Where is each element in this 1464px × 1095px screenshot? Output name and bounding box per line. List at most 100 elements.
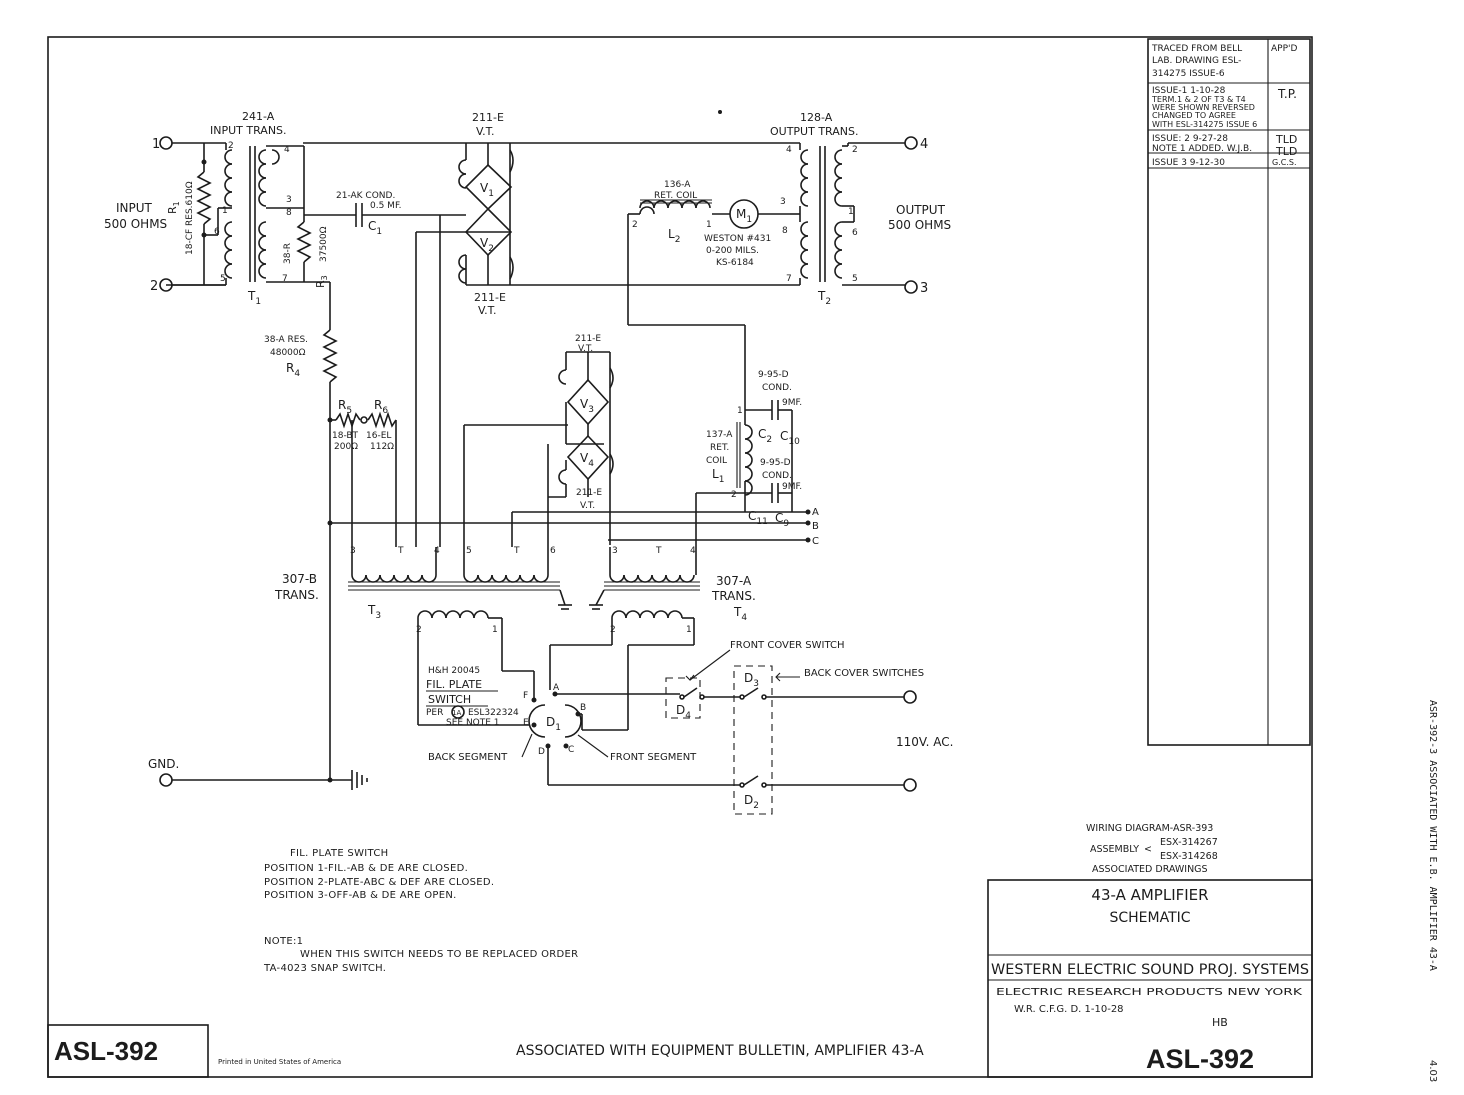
- title-block: 43-A AMPLIFIER SCHEMATIC WESTERN ELECTRI…: [991, 886, 1309, 1074]
- label-1: 1: [152, 137, 160, 152]
- r3-spec: 38-R: [283, 243, 293, 264]
- svg-text:R5: R5: [338, 398, 352, 416]
- input-label: INPUT: [116, 201, 153, 215]
- r4-val: 48000Ω: [270, 348, 306, 358]
- vt3: V.T.: [578, 344, 593, 354]
- d1-switch: [528, 691, 740, 786]
- tb-title: 43-A AMPLIFIER: [1091, 886, 1208, 904]
- t1-name: INPUT TRANS.: [210, 124, 287, 137]
- svg-text:R6: R6: [374, 398, 388, 416]
- svg-text:T1: T1: [247, 289, 261, 307]
- svg-text:R3: R3: [314, 275, 329, 288]
- footer: ASL-392 Printed in United States of Amer…: [54, 1036, 924, 1066]
- margin-page: 4.03: [1427, 1060, 1438, 1082]
- svg-text:D3: D3: [744, 671, 759, 689]
- svg-text:2: 2: [632, 220, 638, 230]
- r5-spec: 18-BT: [332, 431, 359, 441]
- svg-text:C2: C2: [758, 427, 772, 445]
- pin-d: D: [538, 747, 545, 757]
- footer-printed: Printed in United States of America: [218, 1058, 341, 1066]
- r5-val: 200Ω: [334, 442, 358, 452]
- terminal-3[interactable]: [904, 280, 918, 294]
- ac-label: 110V. AC.: [896, 735, 953, 749]
- svg-text:7: 7: [786, 274, 792, 284]
- svg-text:3: 3: [350, 546, 356, 556]
- svg-text:T2: T2: [817, 289, 831, 307]
- note-1: WHEN THIS SWITCH NEEDS TO BE REPLACED OR…: [300, 949, 578, 960]
- svg-text:NOTE 1 ADDED. W.J.B.: NOTE 1 ADDED. W.J.B.: [1152, 144, 1252, 154]
- svg-text:M1: M1: [736, 207, 752, 225]
- terminal-1[interactable]: [159, 136, 173, 150]
- note-2: TA-4023 SNAP SWITCH.: [263, 963, 386, 974]
- tb-subtitle: SCHEMATIC: [1109, 910, 1190, 926]
- vt-top: V.T.: [476, 125, 495, 138]
- c11-spec: 9-95-D: [760, 458, 791, 468]
- pin-f: F: [523, 691, 528, 701]
- fcs-label: FRONT COVER SWITCH: [730, 640, 845, 651]
- fp-2: POSITION 2-PLATE-ABC & DEF ARE CLOSED.: [264, 877, 494, 888]
- svg-text:WERE SHOWN REVERSED: WERE SHOWN REVERSED: [1152, 103, 1255, 112]
- vt4-no: 211-E: [576, 488, 602, 498]
- r4-spec: 38-A RES.: [264, 335, 308, 345]
- terminal-4[interactable]: [904, 136, 918, 150]
- svg-text:5: 5: [220, 274, 226, 284]
- svg-text:ASSOCIATED DRAWINGS: ASSOCIATED DRAWINGS: [1092, 864, 1208, 875]
- output-section: [627, 136, 918, 410]
- svg-text:8: 8: [286, 208, 292, 218]
- svg-text:ISSUE 3 9-12-30: ISSUE 3 9-12-30: [1152, 158, 1225, 168]
- svg-text:T: T: [655, 546, 662, 556]
- tb-line1: ELECTRIC RESEARCH PRODUCTS NEW YORK: [996, 987, 1303, 998]
- svg-text:7: 7: [282, 274, 288, 284]
- svg-text:2: 2: [228, 141, 234, 151]
- bus-a: A: [812, 507, 819, 518]
- svg-text:3: 3: [612, 546, 618, 556]
- terminal-gnd[interactable]: [159, 773, 173, 787]
- c11-val: 9MF.: [782, 482, 802, 492]
- svg-text:1: 1: [492, 625, 498, 635]
- l2-no: 136-A: [664, 180, 691, 190]
- t3-t4-transformers: [348, 547, 700, 731]
- label-2: 2: [150, 279, 158, 294]
- svg-text:T: T: [397, 546, 404, 556]
- svg-text:LAB. DRAWING ESL-: LAB. DRAWING ESL-: [1152, 56, 1241, 66]
- pin-c: C: [568, 745, 574, 755]
- cover-switches: [521, 649, 917, 815]
- svg-text:3: 3: [286, 195, 292, 205]
- ac-terminal-top[interactable]: [903, 690, 917, 704]
- tb-number: ASL-392: [1146, 1044, 1254, 1074]
- svg-text:T.P.: T.P.: [1277, 87, 1297, 101]
- pin-a: A: [553, 683, 560, 693]
- hh-label: H&H 20045: [428, 666, 480, 676]
- ac-terminal-bottom[interactable]: [903, 778, 917, 792]
- tb-line2: W.R. C.F.G. D. 1-10-28: [1014, 1004, 1124, 1015]
- svg-text:D2: D2: [744, 793, 759, 811]
- switch-label: SWITCH: [428, 693, 471, 706]
- svg-text:APP'D: APP'D: [1271, 44, 1297, 54]
- svg-text:1: 1: [848, 207, 854, 217]
- bcs-label: BACK COVER SWITCHES: [804, 668, 924, 679]
- svg-text:CHANGED TO AGREE: CHANGED TO AGREE: [1152, 111, 1236, 120]
- margin-side: ASR-392-3 ASSOCIATED WITH E.B. AMPLIFIER…: [1427, 700, 1438, 971]
- t1-no: 241-A: [242, 110, 275, 123]
- l2-coil: [639, 206, 655, 215]
- v1-v2-tubes: [166, 142, 800, 286]
- svg-text:314275 ISSUE-6: 314275 ISSUE-6: [1152, 69, 1225, 79]
- svg-text:C1: C1: [368, 219, 382, 237]
- v3-v4-tubes: [463, 351, 614, 547]
- svg-text:V2: V2: [480, 236, 494, 254]
- r6-spec: 16-EL: [366, 431, 391, 441]
- svg-text:V3: V3: [580, 397, 594, 415]
- svg-text:L2: L2: [668, 227, 680, 245]
- svg-text:V4: V4: [580, 451, 594, 469]
- r6-val: 112Ω: [370, 442, 394, 452]
- r3-c1-network: [296, 203, 466, 330]
- svg-text:5: 5: [852, 274, 858, 284]
- svg-text:6: 6: [852, 228, 858, 238]
- t1-transformer: [204, 143, 330, 285]
- svg-text:ASSEMBLY: ASSEMBLY: [1090, 844, 1139, 855]
- t2-no: 128-A: [800, 111, 833, 124]
- see-note: SEE NOTE 1: [446, 718, 500, 728]
- meter-3: KS-6184: [716, 258, 754, 268]
- c11-cond: COND.: [762, 471, 792, 481]
- c2-cond: COND.: [762, 383, 792, 393]
